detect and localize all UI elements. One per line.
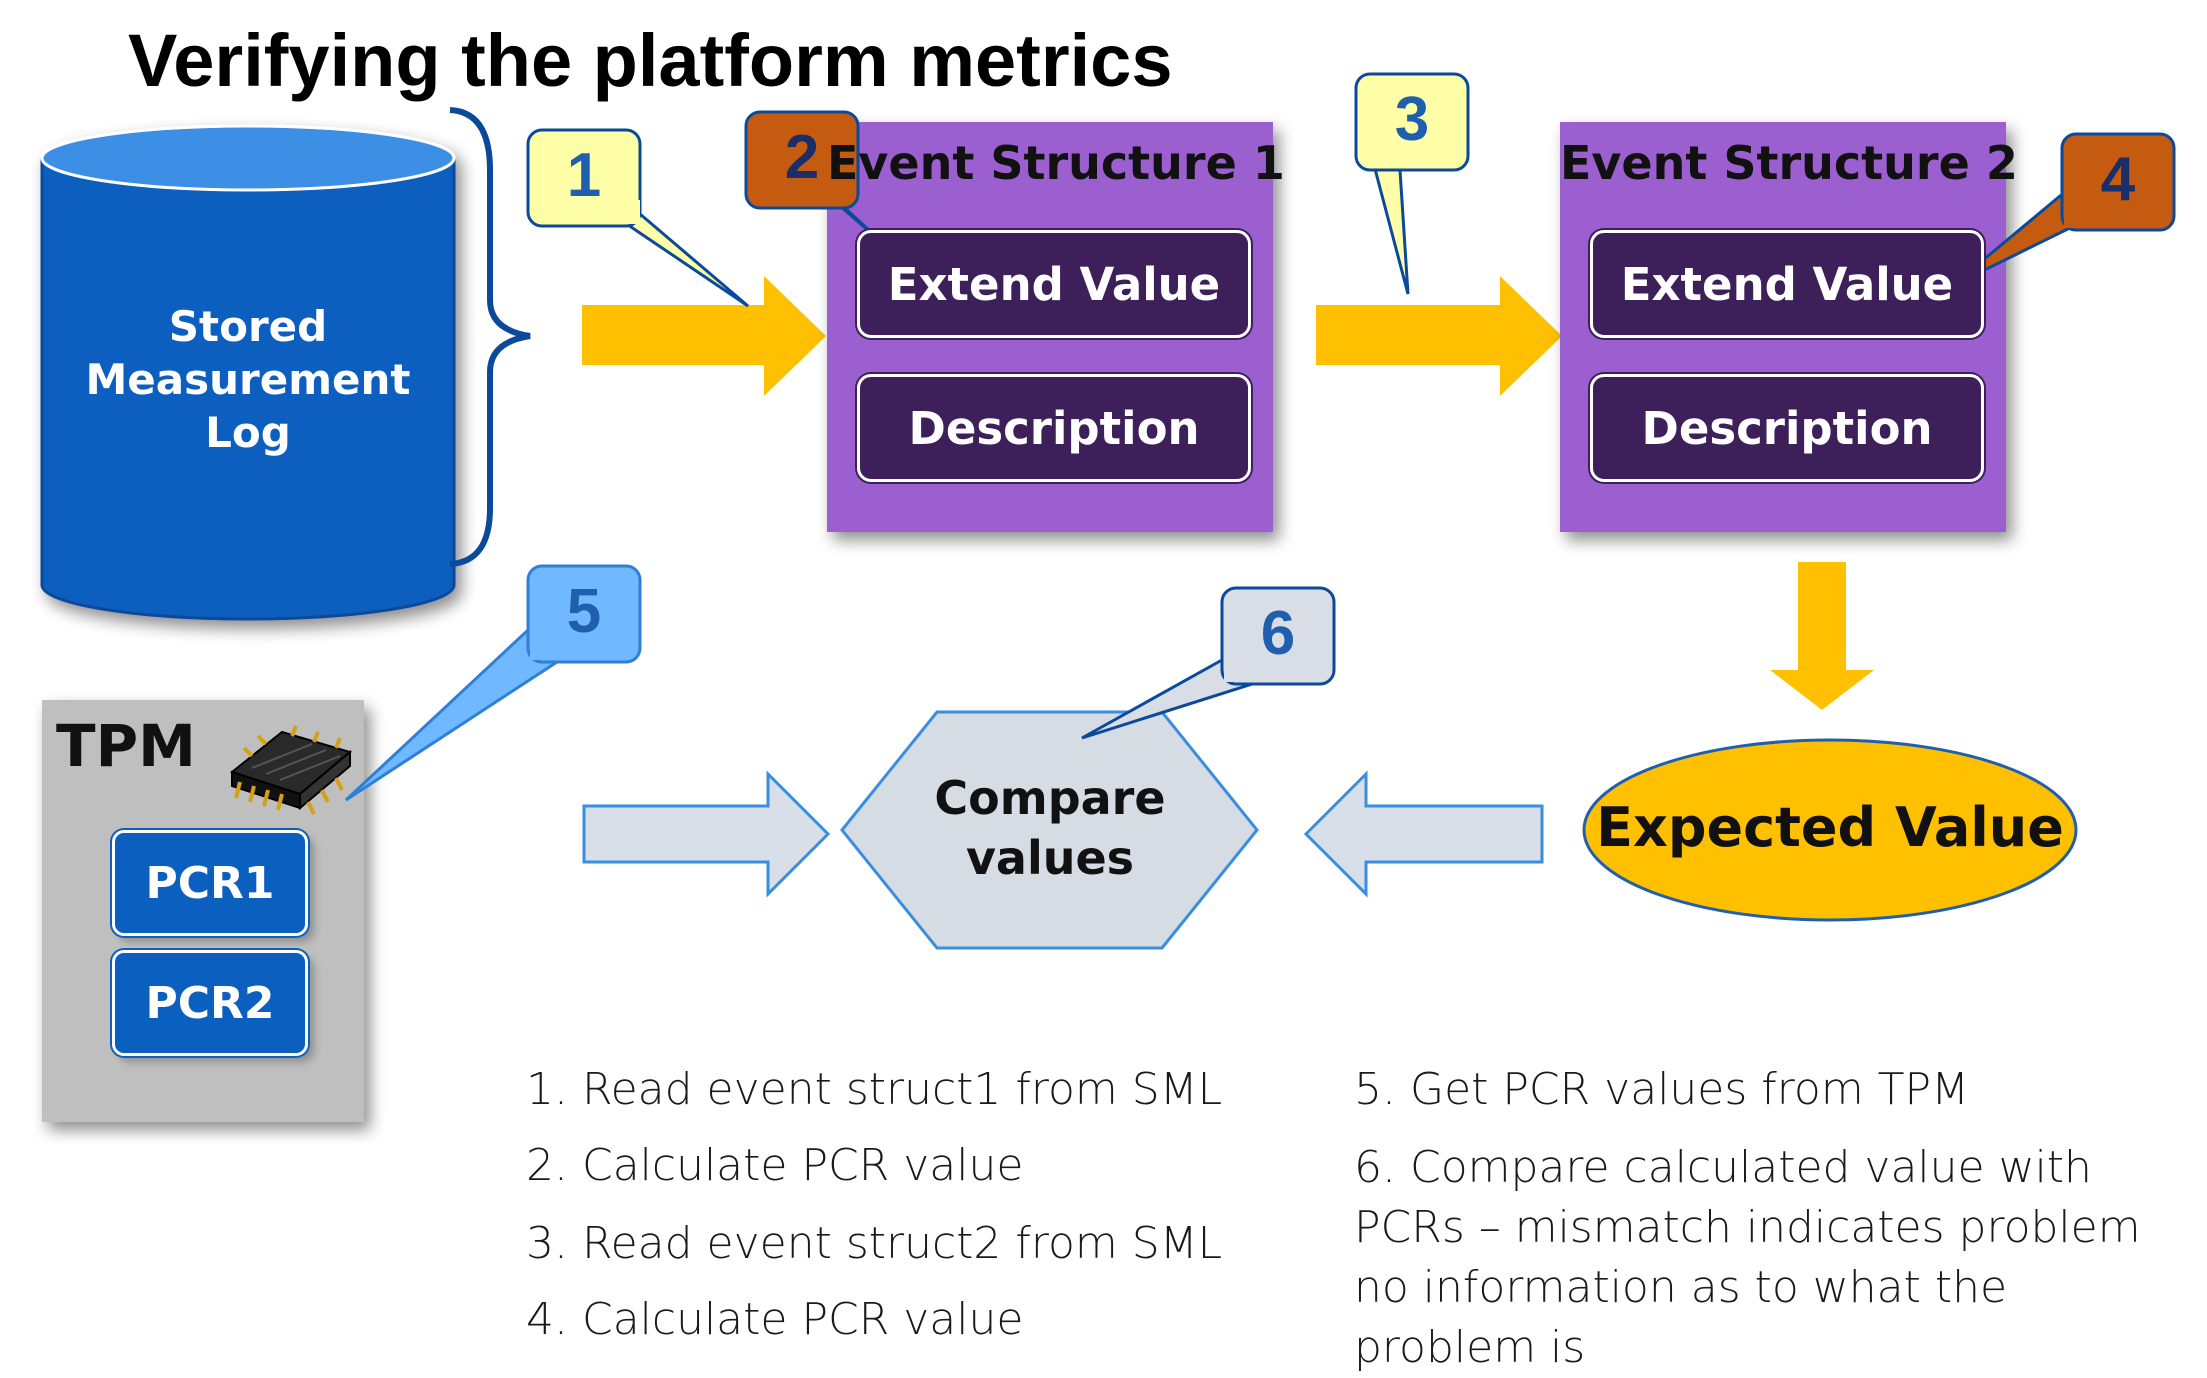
arrow-event1-to-event2 (1316, 276, 1562, 396)
event1-extend-value-box: Extend Value (857, 230, 1251, 338)
callout-4 (1951, 132, 2176, 288)
callout-6-number: 6 (1260, 599, 1296, 668)
callout-3-number: 3 (1394, 85, 1430, 154)
callout-5-number: 5 (566, 577, 602, 646)
compare-values-label: Compare values (900, 768, 1200, 888)
event1-description-box: Description (857, 374, 1251, 482)
compare-line-2: values (965, 831, 1135, 885)
step-1: 1. Read event struct1 from SML (526, 1064, 1223, 1115)
callout-5 (344, 564, 642, 802)
event-structure-1-title: Event Structure 1 (827, 136, 1285, 190)
step-5: 5. Get PCR values from TPM (1354, 1064, 1970, 1115)
log-label-line-3: Log (205, 408, 291, 457)
stored-measurement-log-label: Stored Measurement Log (42, 300, 454, 459)
pcr1-box: PCR1 (112, 830, 308, 936)
step-3: 3. Read event struct2 from SML (526, 1218, 1223, 1269)
arrow-tpm-to-compare (582, 770, 831, 898)
arrow-log-to-event1 (582, 276, 826, 396)
compare-values-hexagon (840, 710, 1259, 950)
callout-1-number: 1 (566, 141, 602, 210)
event2-extend-value-box: Extend Value (1590, 230, 1984, 338)
compare-line-1: Compare (934, 771, 1166, 825)
arrow-event2-to-expected (1770, 562, 1874, 710)
chip-icon (229, 725, 353, 815)
callout-1 (526, 128, 749, 308)
expected-value-ellipse (1582, 738, 2078, 922)
pcr2-box: PCR2 (112, 950, 308, 1056)
expected-value-label: Expected Value (1596, 796, 2064, 859)
arrow-expected-to-compare (1303, 770, 1544, 898)
callout-4-number: 4 (2100, 145, 2136, 214)
step-2: 2. Calculate PCR value (526, 1140, 1024, 1191)
event-structure-2-title: Event Structure 2 (1560, 136, 2018, 190)
event2-description-box: Description (1590, 374, 1984, 482)
step-6: 6. Compare calculated value with PCRs – … (1354, 1142, 2141, 1373)
callout-2-number: 2 (784, 123, 820, 192)
log-brace (449, 107, 531, 567)
log-label-line-2: Measurement (85, 355, 411, 404)
stored-measurement-log-cylinder (40, 124, 456, 621)
tpm-label: TPM (56, 712, 196, 780)
page-title: Verifying the platform metrics (128, 19, 1173, 102)
callout-6 (1081, 586, 1336, 740)
log-label-line-1: Stored (168, 302, 328, 351)
callout-3 (1354, 72, 1470, 295)
step-4: 4. Calculate PCR value (526, 1294, 1024, 1345)
